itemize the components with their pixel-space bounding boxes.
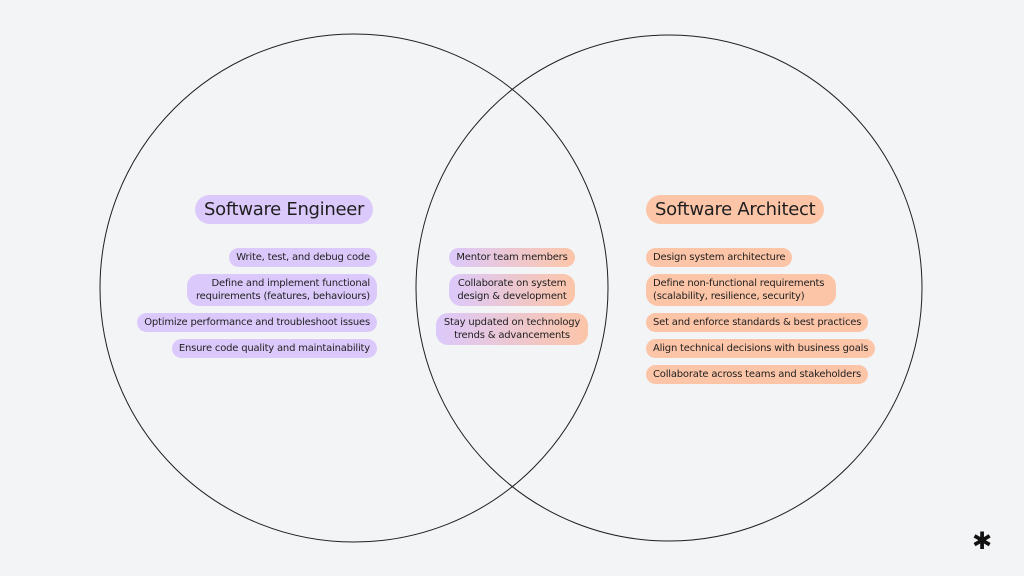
shared-list: Mentor team members Collaborate on syste…: [435, 248, 589, 345]
architect-list: Design system architecture Define non-fu…: [646, 248, 876, 384]
shared-item: Collaborate on system design & developme…: [449, 274, 575, 306]
architect-circle: [415, 34, 923, 542]
shared-item: Stay updated on technology trends & adva…: [436, 313, 588, 345]
engineer-list: Write, test, and debug code Define and i…: [137, 248, 377, 358]
asterisk-logo-icon: ✱: [972, 527, 993, 555]
architect-item: Set and enforce standards & best practic…: [646, 313, 869, 332]
architect-item: Define non-functional requirements (scal…: [646, 274, 836, 306]
architect-item: Design system architecture: [646, 248, 793, 267]
engineer-item: Ensure code quality and maintainability: [171, 339, 377, 358]
engineer-title: Software Engineer: [195, 195, 374, 224]
engineer-circle: [99, 33, 609, 543]
shared-item: Mentor team members: [449, 248, 575, 267]
engineer-item: Optimize performance and troubleshoot is…: [137, 313, 377, 332]
architect-item: Align technical decisions with business …: [646, 339, 876, 358]
engineer-item: Define and implement functional requirem…: [187, 274, 377, 306]
architect-item: Collaborate across teams and stakeholder…: [646, 365, 869, 384]
architect-title: Software Architect: [646, 195, 825, 224]
engineer-item: Write, test, and debug code: [229, 248, 377, 267]
